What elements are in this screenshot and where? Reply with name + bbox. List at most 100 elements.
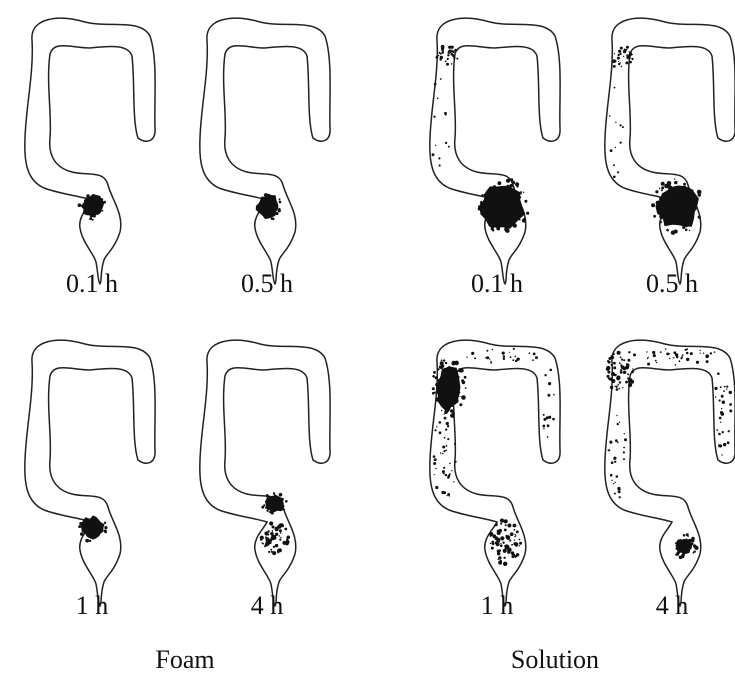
dye-speckle-ascending	[547, 394, 550, 397]
dye-speckle-descending	[620, 47, 623, 50]
dye-speckle	[84, 526, 88, 530]
dye-speckle-rectum	[674, 181, 677, 184]
dye-speckle	[271, 499, 272, 500]
dye-speckle-descending	[441, 360, 443, 362]
dye-speckle-descending	[446, 63, 449, 66]
time-label: 4 h	[656, 591, 689, 620]
dye-speckle-descending	[457, 376, 460, 379]
dye-speckle-rectum	[504, 545, 506, 547]
dye-speckle-ascending	[714, 387, 717, 390]
dye-speckle-descending	[614, 87, 616, 89]
dye-blob-rectum	[480, 186, 526, 229]
dye-speckle-rectum	[496, 227, 500, 231]
dye-speckle	[85, 517, 87, 519]
dye-speckle-descending	[437, 368, 439, 370]
dye-speckle-colon	[611, 461, 614, 464]
dye-speckle-transverse	[503, 355, 506, 358]
dye-speckle	[94, 523, 96, 525]
dye-speckle-ascending	[724, 386, 726, 388]
dye-speckle-rectum	[270, 522, 273, 525]
dye-speckle-rectum	[270, 532, 274, 536]
dye-speckle-descending	[616, 388, 619, 391]
dye-speckle-descending	[614, 386, 615, 387]
dye-speckle-rectum	[503, 562, 507, 566]
dye-speckle-descending	[625, 61, 628, 64]
dye-speckle-descending	[617, 351, 621, 355]
dye-speckle-colon	[444, 417, 447, 420]
dye-speckle-rectum	[272, 530, 274, 532]
dye-speckle-ascending	[552, 418, 555, 421]
dye-speckle	[276, 213, 278, 215]
dye-speckle-transverse	[647, 358, 648, 359]
dye-speckle-rectum	[670, 219, 672, 221]
dye-speckle-transverse	[647, 357, 648, 358]
dye-speckle-ascending	[716, 429, 718, 431]
dye-speckle-descending	[459, 392, 461, 394]
dye-speckle-descending	[623, 56, 624, 57]
dye-speckle-ascending	[719, 399, 721, 401]
dye-speckle-rectum	[697, 190, 702, 195]
dye-speckle-colon	[617, 441, 619, 443]
dye-speckle-ascending	[543, 428, 544, 429]
dye-speckle-colon	[454, 443, 456, 445]
dye-speckle-descending	[448, 369, 452, 373]
dye-speckle-ascending	[549, 369, 552, 372]
dye-speckle-descending	[632, 370, 634, 372]
dye-speckle-rectum	[495, 536, 499, 540]
dye-speckle-transverse	[646, 351, 647, 352]
dye-speckle-descending	[627, 377, 629, 379]
dye-speckle-transverse	[509, 352, 510, 353]
dye-speckle-rectum	[696, 208, 697, 209]
dye-speckle-descending	[432, 375, 435, 378]
dye-speckle	[85, 539, 89, 543]
dye-speckle	[103, 201, 106, 204]
dye-speckle-ascending	[548, 382, 551, 385]
dye-speckle-rectum	[655, 190, 658, 193]
time-label: 0.1 h	[66, 269, 118, 298]
dye-speckle-rectum	[497, 550, 500, 553]
dye-speckle	[266, 498, 269, 501]
dye-speckle	[271, 218, 273, 220]
dye-speckle	[261, 203, 263, 205]
dye-speckle-descending	[455, 375, 456, 376]
dye-speckle-rectum	[667, 181, 672, 186]
dye-speckle-rectum	[490, 543, 492, 545]
dye-speckle	[90, 215, 93, 218]
dye-speckle-descending	[622, 126, 624, 128]
dye-speckle-descending	[631, 58, 633, 60]
dye-speckle-rectum	[673, 221, 675, 223]
dye-speckle	[83, 207, 87, 211]
dye-speckle-rectum	[284, 528, 287, 531]
dye-speckle-rectum	[514, 536, 516, 538]
dye-speckle-rectum	[512, 205, 514, 207]
dye-speckle-descending	[613, 353, 615, 355]
dye-speckle-transverse	[655, 360, 657, 362]
dye-speckle-rectum	[659, 197, 662, 200]
dye-speckle-descending	[447, 58, 449, 60]
dye-speckle-descending	[618, 384, 619, 385]
dye-speckle-descending	[445, 142, 447, 144]
dye-speckle	[266, 510, 268, 512]
dye-speckle-descending	[440, 56, 443, 59]
dye-speckle-descending	[435, 376, 438, 379]
dye-speckle-descending	[613, 164, 615, 166]
dye-speckle-rectum	[516, 213, 517, 214]
dye-speckle-colon	[611, 480, 612, 481]
dye-speckle-colon	[624, 433, 625, 434]
dye-speckle-rectum	[507, 205, 512, 210]
dye-speckle-rectum	[489, 532, 493, 536]
dye-speckle-ascending	[720, 422, 721, 423]
dye-speckle-colon	[618, 488, 620, 490]
dye-speckle-rectum	[513, 223, 517, 227]
dye-speckle-ascending	[729, 391, 732, 394]
dye-speckle	[87, 524, 89, 526]
dye-speckle-rectum	[510, 532, 514, 536]
time-label: 1 h	[76, 591, 109, 620]
dye-speckle-transverse	[666, 353, 669, 356]
dye-speckle	[100, 205, 102, 207]
dye-speckle-descending	[617, 171, 619, 173]
dye-speckle-descending	[447, 381, 450, 384]
dye-speckle-transverse	[675, 353, 678, 356]
dye-speckle-descending	[442, 396, 444, 398]
dye-speckle-transverse	[512, 359, 514, 361]
